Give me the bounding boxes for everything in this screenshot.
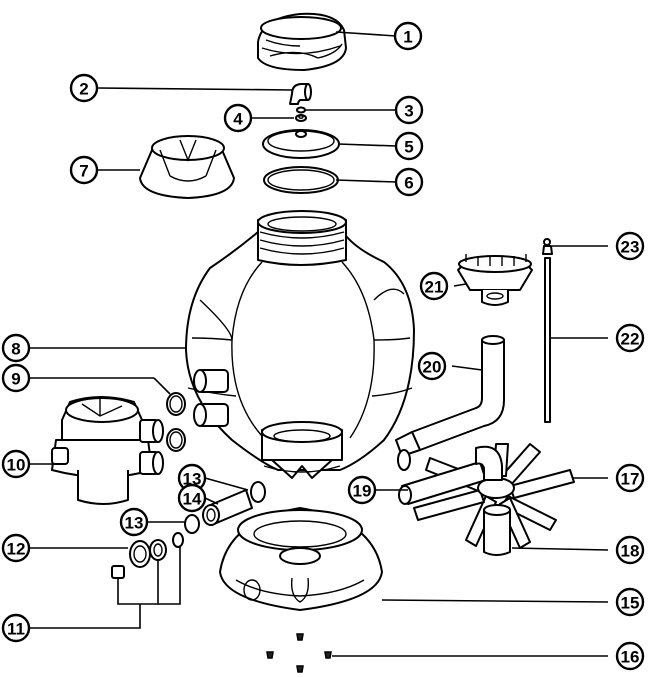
callout-19: 19: [347, 475, 377, 505]
callout-4: 4: [223, 103, 253, 133]
callout-number: 13: [183, 470, 202, 489]
callout-number: 12: [7, 540, 26, 559]
callout-22: 22: [615, 323, 645, 353]
part-9-port-orings: [166, 392, 186, 452]
part-20-upper-pipe: [395, 335, 505, 471]
callout-number: 17: [621, 470, 640, 489]
callout-8: 8: [1, 333, 31, 363]
callout-13b: 13: [119, 507, 149, 537]
callout-number: 13: [125, 514, 144, 533]
callout-number: 15: [621, 594, 640, 613]
callout-circle: [394, 95, 424, 125]
part-7-collar: [139, 135, 235, 199]
part-21-diffuser-basket: [457, 254, 533, 306]
callout-circle: [615, 323, 645, 353]
callout-15: 15: [615, 587, 645, 617]
part-22-air-relief-tube: [544, 257, 551, 423]
callout-number: 8: [11, 340, 20, 359]
callout-circle: [69, 155, 99, 185]
part-4-small-nut: [295, 114, 307, 122]
callout-number: 10: [7, 456, 26, 475]
callout-circle: [119, 507, 149, 537]
callout-circle: [615, 641, 645, 671]
callout-circle: [1, 363, 31, 393]
callout-number: 3: [404, 102, 413, 121]
callout-number: 2: [79, 80, 88, 99]
callout-number: 14: [183, 490, 202, 509]
callout-circle: [1, 533, 31, 563]
callout-number: 23: [621, 238, 640, 257]
part-3-small-oring: [296, 106, 306, 114]
part-12-union-ring: [129, 539, 167, 568]
callout-circle: [394, 167, 424, 197]
callout-circle: [615, 535, 645, 565]
part-2-elbow-fitting: [289, 83, 312, 105]
callout-number: 1: [403, 28, 412, 47]
callout-number: 16: [621, 648, 640, 667]
part-6-large-oring: [263, 166, 339, 194]
callout-11: 11: [1, 613, 31, 643]
callout-6: 6: [394, 167, 424, 197]
part-13-coupler-oring-lower: [184, 514, 200, 534]
part-18-lateral-hub: [477, 477, 515, 556]
callout-number: 7: [79, 162, 88, 181]
callout-1: 1: [393, 21, 423, 51]
callout-18: 18: [615, 535, 645, 565]
callout-number: 4: [233, 110, 243, 129]
part-10-multiport-valve: [51, 396, 164, 505]
callout-7: 7: [69, 155, 99, 185]
callout-circle: [1, 449, 31, 479]
part-1-top-cover: [257, 12, 347, 71]
callout-16: 16: [615, 641, 645, 671]
callout-2: 2: [69, 73, 99, 103]
callout-23: 23: [615, 231, 645, 261]
callout-number: 21: [425, 278, 444, 297]
callout-circle: [615, 231, 645, 261]
part-17-laterals: [413, 443, 575, 549]
callout-number: 9: [11, 370, 20, 389]
callout-17: 17: [615, 463, 645, 493]
callout-9: 9: [1, 363, 31, 393]
part-16-screws: [266, 633, 332, 673]
callout-3: 3: [394, 95, 424, 125]
callout-12: 12: [1, 533, 31, 563]
callout-5: 5: [394, 131, 424, 161]
callout-circle: [393, 21, 423, 51]
callout-circle: [177, 483, 207, 513]
part-5-cover-disc: [262, 129, 340, 159]
callout-10: 10: [1, 449, 31, 479]
callout-20: 20: [417, 351, 447, 381]
callout-circle: [1, 613, 31, 643]
callout-13a: 13: [177, 463, 207, 493]
callout-21: 21: [419, 271, 449, 301]
callout-circle: [347, 475, 377, 505]
callout-circle: [417, 351, 447, 381]
callout-circle: [615, 463, 645, 493]
part-13-coupler-oring-upper: [250, 481, 266, 503]
part-14-coupler: [202, 489, 253, 526]
leader-lines: [30, 31, 609, 657]
callout-circle: [1, 333, 31, 363]
callout-circle: [419, 271, 449, 301]
callout-14: 14: [177, 483, 207, 513]
part-19-lower-pipe: [398, 445, 503, 505]
callout-number: 5: [404, 138, 413, 157]
callout-number: 19: [353, 482, 372, 501]
callout-number: 20: [423, 358, 442, 377]
callout-number: 6: [404, 174, 413, 193]
callout-number: 22: [621, 330, 640, 349]
callout-circle: [394, 131, 424, 161]
part-8-filter-tank: [185, 210, 415, 479]
callout-circle: [223, 103, 253, 133]
callout-number: 11: [7, 620, 25, 639]
callout-number: 18: [621, 542, 640, 561]
callout-circle: [69, 73, 99, 103]
part-15-filter-base: [219, 507, 383, 611]
part-23-tube-cap: [542, 238, 553, 255]
callout-circle: [615, 587, 645, 617]
